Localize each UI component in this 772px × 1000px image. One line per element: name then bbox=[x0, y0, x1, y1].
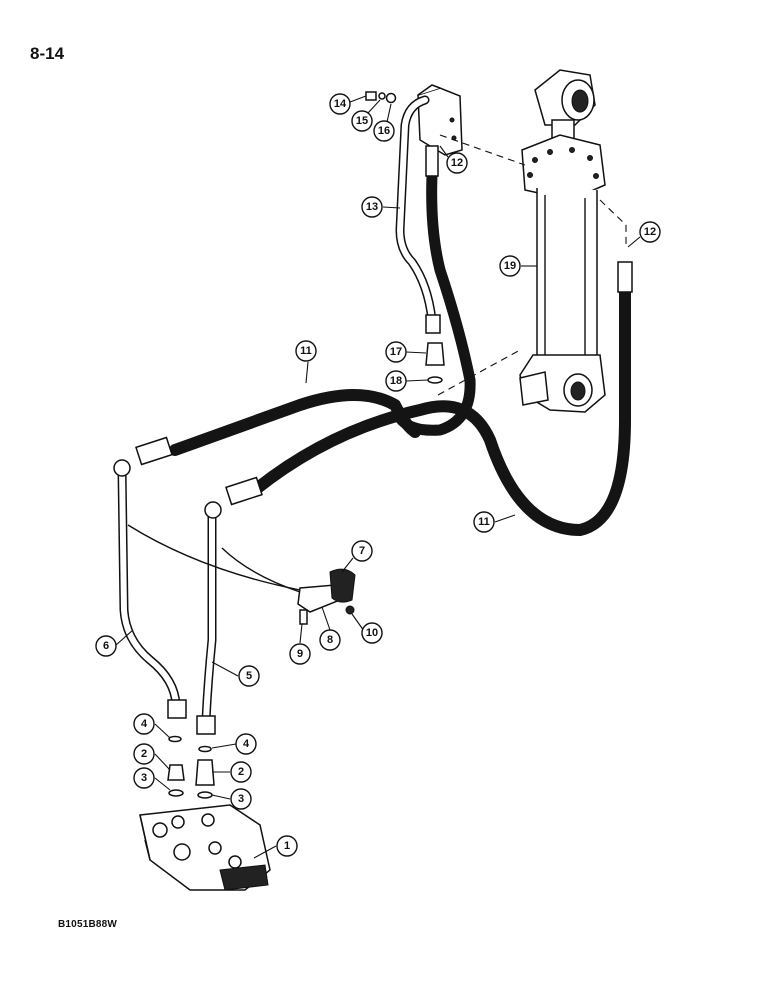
rigid-tube-5 bbox=[196, 501, 222, 735]
callout-4-right: 4 bbox=[235, 733, 257, 755]
svg-text:3: 3 bbox=[141, 772, 147, 784]
svg-text:4: 4 bbox=[243, 738, 250, 750]
callout-2-right: 2 bbox=[230, 761, 252, 783]
hose-end-fitting-upper bbox=[135, 436, 173, 466]
callout-18: 18 bbox=[385, 370, 407, 392]
callout-3-right: 3 bbox=[230, 788, 252, 810]
figure-id: B1051B88W bbox=[58, 919, 118, 930]
callout-12-upper: 12 bbox=[446, 152, 468, 174]
svg-text:4: 4 bbox=[141, 718, 148, 730]
callout-14: 14 bbox=[329, 93, 351, 115]
svg-text:1: 1 bbox=[284, 840, 290, 852]
svg-text:13: 13 bbox=[366, 201, 378, 213]
hose-end-fitting-lower bbox=[225, 476, 263, 506]
svg-text:5: 5 bbox=[246, 670, 252, 682]
fittings-left bbox=[167, 735, 185, 797]
callout-2-left: 2 bbox=[133, 743, 155, 765]
svg-text:2: 2 bbox=[238, 766, 244, 778]
callout-17: 17 bbox=[385, 341, 407, 363]
callout-15: 15 bbox=[351, 110, 373, 132]
callout-19: 19 bbox=[499, 255, 521, 277]
callout-4-left: 4 bbox=[133, 713, 155, 735]
callout-5: 5 bbox=[238, 665, 260, 687]
clamp-assembly bbox=[297, 568, 356, 625]
svg-text:19: 19 bbox=[504, 260, 516, 272]
svg-text:15: 15 bbox=[356, 115, 368, 127]
hose-fitting-12a bbox=[425, 145, 439, 177]
callout-1: 1 bbox=[276, 835, 298, 857]
callout-6: 6 bbox=[95, 635, 117, 657]
svg-text:17: 17 bbox=[390, 346, 402, 358]
svg-text:11: 11 bbox=[478, 516, 490, 528]
fittings-right bbox=[195, 745, 215, 799]
svg-text:14: 14 bbox=[334, 98, 347, 110]
fittings-17-18 bbox=[425, 342, 445, 384]
callout-3-left: 3 bbox=[133, 767, 155, 789]
callout-11-upper: 11 bbox=[295, 340, 317, 362]
svg-text:8: 8 bbox=[327, 634, 333, 646]
svg-text:3: 3 bbox=[238, 793, 244, 805]
svg-text:11: 11 bbox=[300, 345, 312, 357]
bolt-washers-14-16 bbox=[365, 91, 397, 104]
svg-text:9: 9 bbox=[297, 648, 303, 660]
svg-text:12: 12 bbox=[451, 157, 463, 169]
hose-bracket bbox=[417, 84, 463, 156]
callout-10: 10 bbox=[361, 622, 383, 644]
callout-8: 8 bbox=[319, 629, 341, 651]
rigid-tube-13 bbox=[395, 95, 441, 334]
svg-text:6: 6 bbox=[103, 640, 109, 652]
leader-lines bbox=[115, 95, 641, 859]
rigid-tube-6 bbox=[113, 459, 187, 719]
svg-text:10: 10 bbox=[366, 627, 378, 639]
callout-9: 9 bbox=[289, 643, 311, 665]
svg-text:12: 12 bbox=[644, 226, 656, 238]
callout-16: 16 bbox=[373, 120, 395, 142]
svg-text:2: 2 bbox=[141, 748, 147, 760]
callout-13: 13 bbox=[361, 196, 383, 218]
callout-11-lower: 11 bbox=[473, 511, 495, 533]
svg-text:7: 7 bbox=[359, 545, 365, 557]
callout-12-right: 12 bbox=[639, 221, 661, 243]
svg-text:16: 16 bbox=[378, 125, 390, 137]
hydraulic-cylinder bbox=[519, 69, 606, 413]
hose-fitting-12b bbox=[617, 261, 633, 293]
callout-7: 7 bbox=[351, 540, 373, 562]
page-number: 8-14 bbox=[30, 44, 65, 63]
control-valve bbox=[139, 804, 271, 891]
svg-text:18: 18 bbox=[390, 375, 402, 387]
